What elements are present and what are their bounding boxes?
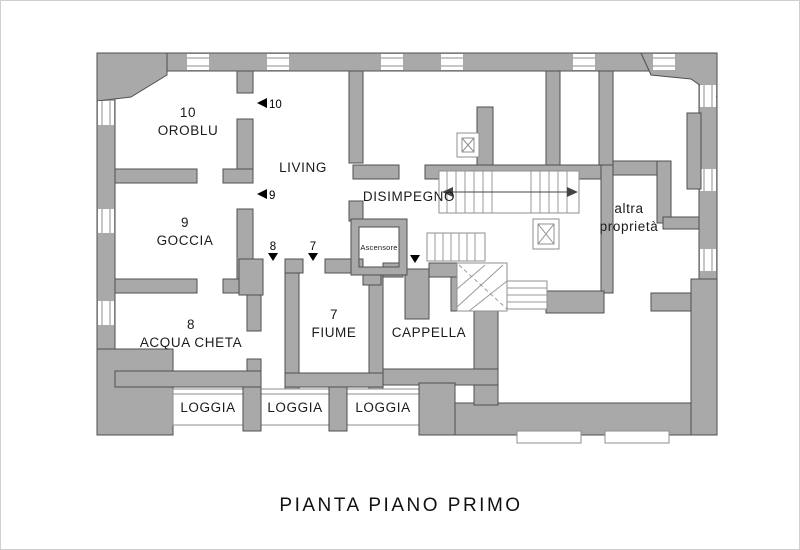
room-label-altra-proprieta-2: proprietà — [600, 219, 659, 234]
room-label-loggia-3: LOGGIA — [355, 400, 410, 415]
plan-title: PIANTA PIANO PRIMO — [279, 495, 522, 516]
window-sill — [604, 430, 670, 444]
window-sill — [516, 430, 582, 444]
room-labels: 10 OROBLU LIVING 9 GOCCIA 8 ACQUA CHETA … — [140, 105, 659, 415]
entrance-arrow-icon — [257, 189, 267, 199]
loggia-pillar — [328, 386, 348, 432]
loggia-pillar — [418, 382, 456, 436]
entrance-markers: 10 9 8 7 — [257, 98, 420, 263]
entrance-arrow-icon — [308, 253, 318, 261]
room-label-altra-proprieta-1: altra — [614, 201, 643, 216]
staircase — [426, 170, 580, 312]
entrance-arrow-icon — [410, 255, 420, 263]
entrance-marker-10: 10 — [269, 99, 282, 111]
loggia-strip — [172, 382, 456, 436]
room-label-loggia-1: LOGGIA — [180, 400, 235, 415]
entrance-marker-7: 7 — [310, 241, 316, 253]
room-label-disimpegno: DISIMPEGNO — [363, 189, 455, 204]
entrance-marker-8: 8 — [270, 241, 276, 253]
window-icon — [98, 101, 114, 325]
room-label-acqua-cheta: ACQUA CHETA — [140, 335, 242, 350]
entrance-arrow-icon — [257, 98, 267, 108]
window-icon — [700, 85, 716, 353]
duct-symbol-icon — [456, 132, 480, 158]
room-label-living: LIVING — [279, 160, 327, 175]
room-label-fiume: FIUME — [312, 325, 357, 340]
entrance-marker-9: 9 — [269, 190, 275, 202]
shaft-symbol-icon — [532, 218, 560, 250]
room-label-ascensore: Ascensore — [360, 243, 397, 252]
elevator-room — [350, 218, 408, 276]
entrance-arrow-icon — [268, 253, 278, 261]
room-label-oroblu-number: 10 — [180, 105, 196, 120]
window-icon — [187, 54, 675, 70]
room-label-oroblu: OROBLU — [158, 123, 219, 138]
room-label-acqua-cheta-number: 8 — [187, 317, 195, 332]
loggia-pillar — [242, 386, 262, 432]
room-label-loggia-2: LOGGIA — [267, 400, 322, 415]
room-label-goccia-number: 9 — [181, 215, 189, 230]
room-label-cappella: CAPPELLA — [392, 325, 467, 340]
room-label-goccia: GOCCIA — [157, 233, 214, 248]
room-label-fiume-number: 7 — [330, 307, 338, 322]
